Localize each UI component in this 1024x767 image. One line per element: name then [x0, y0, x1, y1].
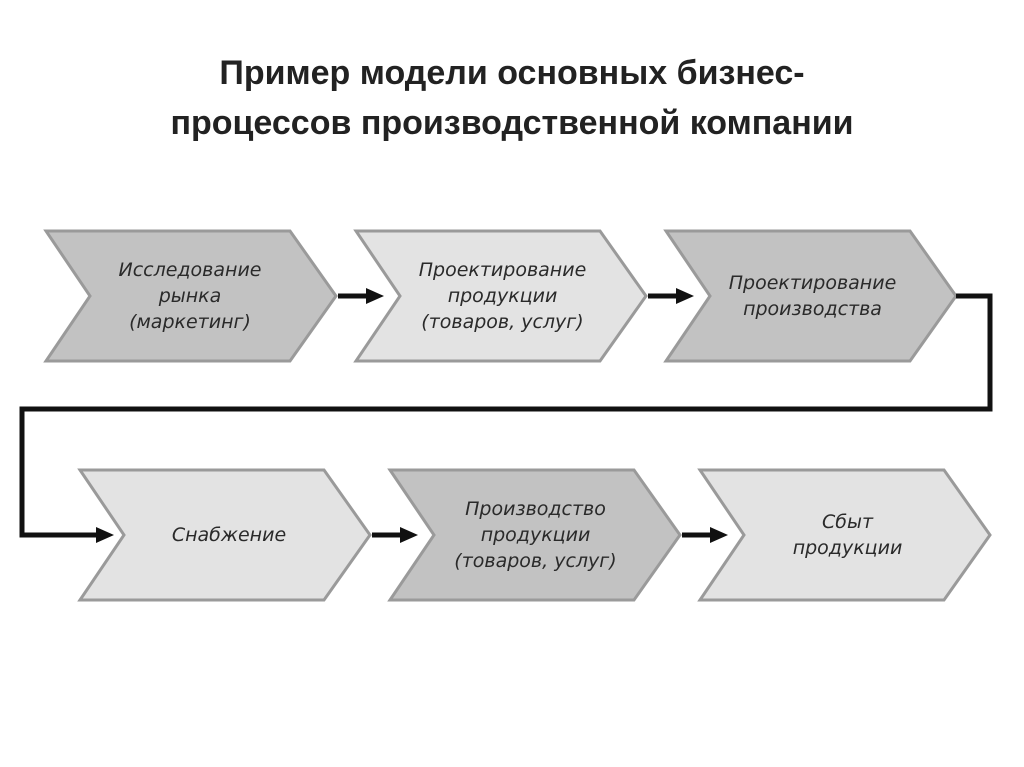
label-line: (маркетинг) [129, 311, 251, 333]
arrowhead-icon [710, 527, 728, 543]
arrowhead-icon [96, 527, 114, 543]
step-shape-1 [43, 229, 338, 363]
arrowhead-icon [366, 288, 384, 304]
arrowhead-icon [676, 288, 694, 304]
label-line: Снабжение [171, 524, 287, 546]
label-line: продукции [480, 524, 591, 546]
label-line: (товаров, услуг) [421, 311, 584, 333]
connector-3-4 [19, 293, 993, 538]
label-line: Сбыт [821, 511, 874, 533]
page-title: Пример модели основных бизнес- процессов… [0, 48, 1024, 148]
step-label-production: Производство продукции (товаров, услуг) [428, 470, 643, 600]
step-shape-2 [353, 229, 648, 363]
step-label-sales: Сбыт продукции [745, 470, 950, 600]
step-shape-3 [663, 229, 958, 363]
step-shape-5 [387, 468, 682, 602]
step-shape-4 [77, 468, 372, 602]
step-label-production-design: Проектирование производства [705, 231, 920, 361]
title-line-1: Пример модели основных бизнес- [219, 54, 805, 92]
label-line: Проектирование [728, 272, 897, 294]
step-shape-6 [697, 468, 992, 602]
step-label-market-research: Исследование рынка (маркетинг) [90, 231, 290, 361]
label-line: рынка [158, 285, 222, 307]
label-line: Производство [465, 498, 606, 520]
step-label-product-design: Проектирование продукции (товаров, услуг… [395, 231, 610, 361]
label-line: Проектирование [418, 259, 587, 281]
title-line-2: процессов производственной компании [170, 104, 854, 142]
label-line: продукции [792, 537, 903, 559]
label-line: производства [743, 298, 882, 320]
arrowhead-icon [400, 527, 418, 543]
label-line: (товаров, услуг) [454, 550, 617, 572]
label-line: продукции [447, 285, 558, 307]
step-label-supply: Снабжение [124, 470, 334, 600]
label-line: Исследование [118, 259, 262, 281]
